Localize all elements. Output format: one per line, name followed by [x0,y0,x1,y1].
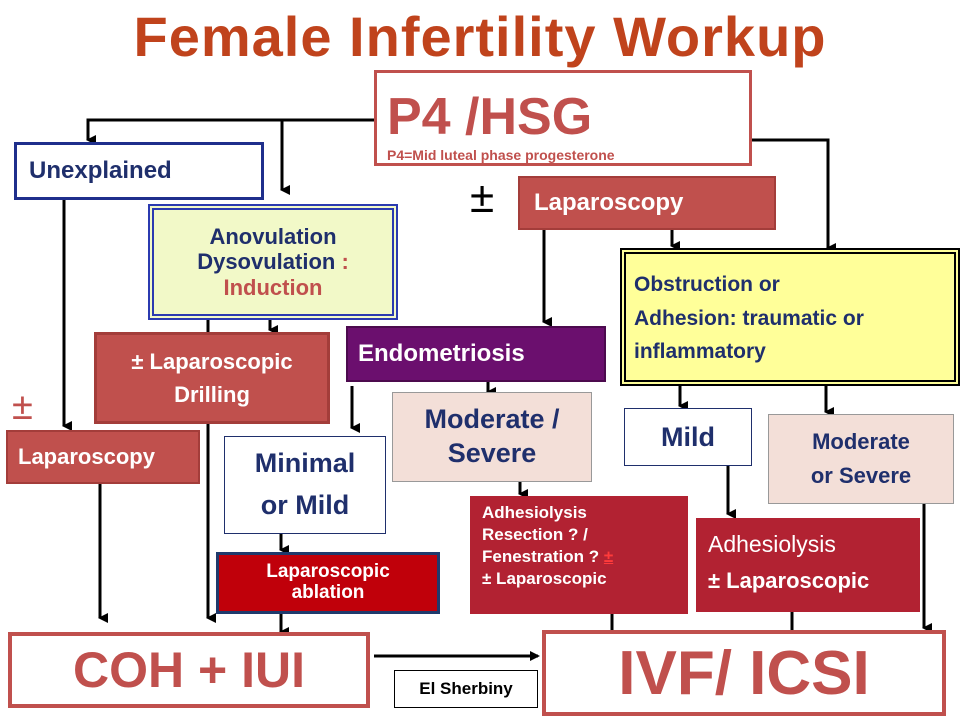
moderate-severe-line1: Moderate / [424,404,560,435]
adhesiolysis-mid-line2: Resection ? / [482,525,588,545]
anovulation-colon: : [335,249,349,275]
anovulation-line1: Anovulation [209,224,337,250]
obstruction-box: Obstruction or Adhesion: traumatic or in… [620,248,960,386]
ablation-box: Laparoscopic ablation [216,552,440,614]
plusminus-top: ± [470,173,495,222]
adhesiolysis-mid-line3: Fenestration ? [482,547,604,567]
adhesiolysis-mid-line1: Adhesiolysis [482,503,587,522]
adhesiolysis-mid-box: Adhesiolysis Resection ? / Fenestration … [470,496,688,614]
anovulation-line2-row: Dysovulation : [197,249,349,274]
p4-hsg-title: P4 /HSG [387,88,593,146]
mild-box: Mild [624,408,752,466]
anovulation-line2: Dysovulation [197,249,336,275]
mild-label: Mild [661,421,715,452]
moderate-or-severe-line1: Moderate [812,428,910,454]
coh-iui-label: COH + IUI [73,642,305,698]
endometriosis-label: Endometriosis [358,340,525,367]
minimal-mild-line1: Minimal [254,448,356,479]
plusminus-left: ± [12,386,33,428]
laparoscopy-top-label: Laparoscopy [534,189,684,216]
ablation-line2: ablation [291,582,365,603]
drilling-box: ± Laparoscopic Drilling [94,332,330,424]
adhesiolysis-right-line2: ± Laparoscopic [708,567,870,593]
ivf-icsi-box: IVF/ ICSI [542,630,946,716]
adhesiolysis-mid-line4: ± Laparoscopic [482,569,607,589]
unexplained-label: Unexplained [29,157,172,184]
adhesiolysis-right-line1: Adhesiolysis [708,531,836,557]
page-title: Female Infertility Workup [133,4,827,68]
adhesiolysis-mid-line3-pm: ± [603,547,614,567]
p4-hsg-subtitle: P4=Mid luteal phase progesterone [387,147,615,163]
laparoscopy-left-box: Laparoscopy [6,430,200,484]
unexplained-box: Unexplained [14,142,264,200]
connector-p4-unexplained [86,118,375,145]
minimal-mild-box: Minimal or Mild [224,436,386,534]
connector-p4-obstruction [752,138,836,253]
ivf-icsi-label: IVF/ ICSI [618,638,870,708]
credit-box: El Sherbiny [394,670,538,708]
obstruction-line1: Obstruction or [634,273,780,296]
anovulation-box: Anovulation Dysovulation : Induction [148,204,398,320]
drilling-line2: Drilling [174,382,250,407]
moderate-severe-box: Moderate / Severe [392,392,592,482]
coh-iui-box: COH + IUI [8,632,370,708]
p4-hsg-box: P4 /HSG P4=Mid luteal phase progesterone [374,70,752,166]
adhesiolysis-right-box: Adhesiolysis ± Laparoscopic [696,518,920,612]
laparoscopy-left-label: Laparoscopy [18,444,155,469]
moderate-or-severe-line2: or Severe [810,463,912,488]
anovulation-line3: Induction [223,274,323,300]
obstruction-line2: Adhesion: traumatic or [634,306,864,330]
credit-label: El Sherbiny [419,679,513,698]
drilling-line1: ± Laparoscopic [131,349,293,374]
laparoscopy-top-box: Laparoscopy [518,176,776,230]
ablation-line1: Laparoscopic [266,561,390,583]
endometriosis-box: Endometriosis [346,326,606,382]
moderate-or-severe-box: Moderate or Severe [768,414,954,504]
minimal-mild-line2: or Mild [260,490,350,520]
obstruction-line3: inflammatory [634,340,766,364]
moderate-severe-line2: Severe [447,438,537,468]
adhesiolysis-mid-line3-row: Fenestration ? ± [482,546,688,568]
